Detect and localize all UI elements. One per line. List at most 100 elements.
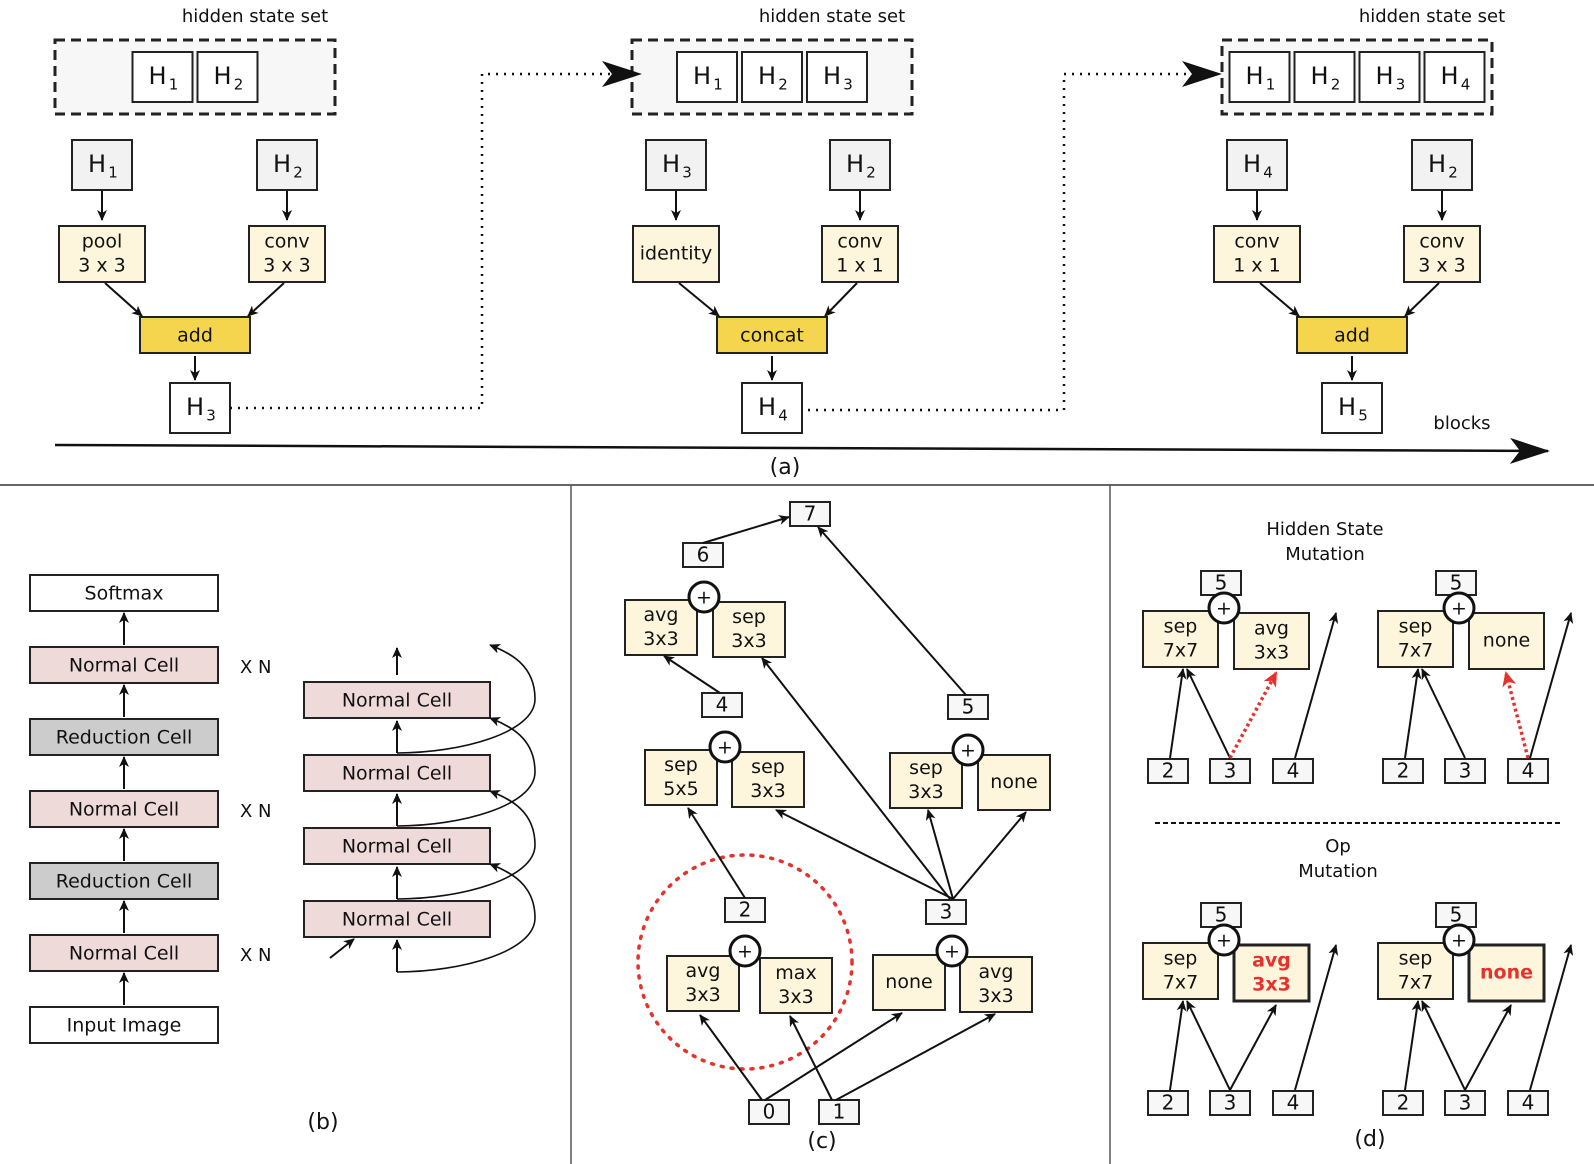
op-box-block-6-right-text: sep (732, 606, 766, 628)
op-box-right-text: conv (264, 231, 309, 253)
node-4 (701, 692, 743, 718)
op-box-sep-text: sep (1164, 616, 1198, 638)
dotted-connector-h4-to-set (808, 61, 1222, 412)
op-box-sep (1142, 942, 1219, 1000)
input-node-3 (1444, 1090, 1486, 1116)
op-box-block-6-left-text: 3x3 (643, 628, 678, 650)
add-circle-icon-block-2 (728, 934, 762, 968)
unrolled-normal-cell-1 (303, 754, 491, 792)
state-subscript: 3 (1396, 76, 1406, 94)
op-box-block-3-right-text: 3x3 (978, 985, 1013, 1007)
unrolled-normal-cell-label: Normal Cell (342, 763, 452, 785)
input-node-4-label: 4 (1287, 1091, 1300, 1115)
stack-cell-4 (29, 862, 219, 900)
node-4-label: 4 (716, 693, 729, 717)
op-box-sep-text: 7x7 (1398, 972, 1433, 994)
skip-connection-curve (396, 863, 536, 973)
arrow-op-left-to-combine (104, 282, 143, 317)
repeat-label: X N (240, 945, 272, 966)
op-box-block-4-right (731, 751, 805, 808)
plus-symbol: + (960, 740, 976, 762)
input-node-3 (1209, 758, 1251, 784)
input-node-2-label: 2 (1162, 759, 1175, 783)
add-circle-icon (1442, 591, 1476, 625)
combine-op-label: add (1334, 325, 1370, 347)
stack-cell-2 (29, 718, 219, 756)
input-node-4-label: 4 (1522, 1091, 1535, 1115)
add-circle-icon-block-6 (687, 580, 721, 614)
state-subscript: 1 (169, 76, 179, 94)
input-node-4 (1507, 758, 1549, 784)
edge-1-to-max (789, 1015, 833, 1101)
edge-2-to-sep (1404, 1000, 1422, 1091)
hidden-state-set-title: hidden state set (182, 6, 328, 27)
plus-symbol: + (1216, 930, 1232, 952)
node-5 (1200, 902, 1242, 928)
state-subscript: 2 (293, 164, 303, 182)
op-box-block-2-right (759, 957, 833, 1014)
add-circle-icon (1207, 923, 1241, 957)
output-state-box (741, 382, 803, 434)
node-0 (748, 1099, 790, 1125)
edge-1-to-avg (835, 1013, 996, 1101)
state-subscript: 2 (234, 76, 244, 94)
op-box-sep (1377, 942, 1454, 1000)
state-subscript: 3 (206, 407, 216, 425)
hidden-state-set-container (53, 38, 337, 116)
state-subscript: 2 (778, 76, 788, 94)
op-box-block-5-left-text: 3x3 (908, 781, 943, 803)
input-node-4 (1272, 758, 1314, 784)
unrolled-normal-cell-label: Normal Cell (342, 690, 452, 712)
op-box-left-text: 1 x 1 (1233, 255, 1281, 277)
input-node-3 (1209, 1090, 1251, 1116)
op-box-sep-text: sep (1164, 948, 1198, 970)
caption-c: (c) (807, 1129, 836, 1154)
prev-cell-input-arrow (329, 938, 355, 959)
state-subscript: 3 (843, 76, 853, 94)
node-5-label: 5 (1215, 903, 1228, 927)
edge-3-to-mutated-op (1464, 1004, 1512, 1091)
input-state-left (71, 139, 133, 191)
state-letter: H (662, 150, 680, 178)
combine-op-label: concat (740, 325, 804, 347)
node-5-label: 5 (1450, 571, 1463, 595)
edge-3-to-sep (1186, 668, 1231, 759)
state-subscript: 5 (1358, 407, 1368, 425)
plus-symbol: + (1216, 598, 1232, 620)
op-box-sep (1142, 610, 1219, 668)
edge-3-to-mutated-op (1229, 1004, 1277, 1091)
input-state-left (645, 139, 707, 191)
input-state-right (256, 139, 318, 191)
combine-op-box (716, 316, 828, 354)
input-node-3-label: 3 (1224, 1091, 1237, 1115)
op-box-mutated-text: 3x3 (1254, 642, 1289, 664)
op-box-sep-text: sep (1399, 616, 1433, 638)
op-box-sep-text: 7x7 (1163, 972, 1198, 994)
op-box-block-4-left-text: 5x5 (663, 778, 698, 800)
stack-cell-5 (29, 934, 219, 972)
mutated-edge-3 (1228, 671, 1278, 759)
node-7 (789, 501, 831, 527)
input-node-4 (1507, 1090, 1549, 1116)
arrow-op-right-to-combine (1404, 282, 1440, 317)
state-letter: H (846, 150, 864, 178)
edge-2-to-sep (1169, 668, 1187, 759)
node-5-label: 5 (1450, 903, 1463, 927)
op-box-mutated-text: avg (1254, 618, 1289, 640)
edge-4-to-avg3x3 (663, 655, 721, 694)
op-box-mutated (1232, 943, 1311, 1003)
add-circle-icon (1442, 923, 1476, 957)
op-box-mutated-text: none (1483, 630, 1530, 652)
node-5-label: 5 (1215, 571, 1228, 595)
state-subscript: 2 (1448, 164, 1458, 182)
op-box-block-2-right-text: 3x3 (778, 986, 813, 1008)
caption-a: (a) (770, 455, 801, 480)
op-box-block-3-right-text: avg (979, 961, 1014, 983)
edge-4-outward (1294, 612, 1339, 759)
